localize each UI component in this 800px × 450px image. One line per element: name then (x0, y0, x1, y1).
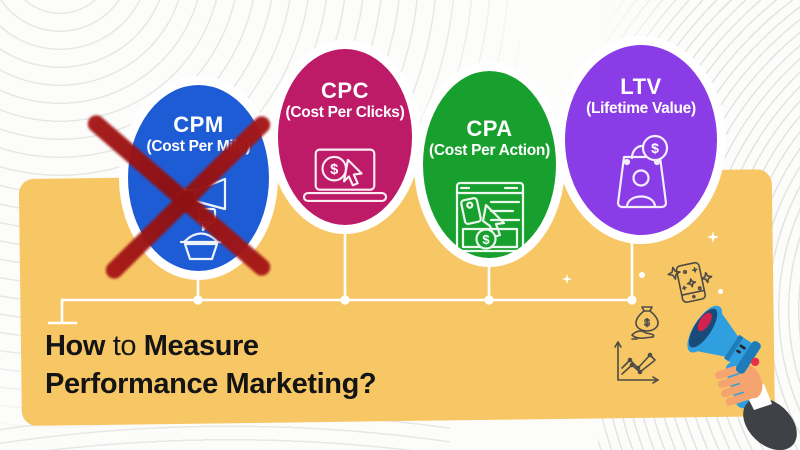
sparkle-dot (639, 272, 645, 278)
badge-ltv-label: (Lifetime Value) (586, 100, 696, 117)
svg-text:$: $ (651, 140, 659, 156)
svg-text:$: $ (482, 232, 490, 247)
page-title: How to Measure Performance Marketing? (45, 327, 377, 403)
badge-ltv: LTV (Lifetime Value) $ (565, 45, 717, 235)
badge-cpm-abbr: CPM (173, 112, 224, 137)
badge-cpa: CPA (Cost Per Action) $ (423, 71, 556, 258)
badge-cpa-abbr: CPA (466, 116, 513, 141)
webpage-tag-cursor-dollar-icon: $ (453, 181, 527, 255)
page-title-line2: Performance Marketing? (45, 368, 377, 400)
laptop-dollar-click-icon: $ (303, 148, 387, 203)
svg-text:$: $ (330, 162, 338, 178)
connector-dot (193, 295, 203, 305)
page-title-line1: How to Measure (45, 330, 259, 362)
badge-cpc-label: (Cost Per Clicks) (285, 104, 405, 121)
shopping-bag-customer-dollar-icon: $ (610, 131, 672, 213)
badge-cpc-abbr: CPC (321, 78, 369, 103)
sparkle-icon (562, 274, 572, 284)
hand-holding-megaphone-illustration (642, 290, 800, 450)
badge-cpc: CPC (Cost Per Clicks) $ (278, 49, 412, 225)
connector-dot (340, 295, 350, 305)
badge-cpa-label: (Cost Per Action) (429, 142, 550, 159)
connector-dot (484, 295, 494, 305)
badge-ltv-abbr: LTV (620, 74, 662, 99)
